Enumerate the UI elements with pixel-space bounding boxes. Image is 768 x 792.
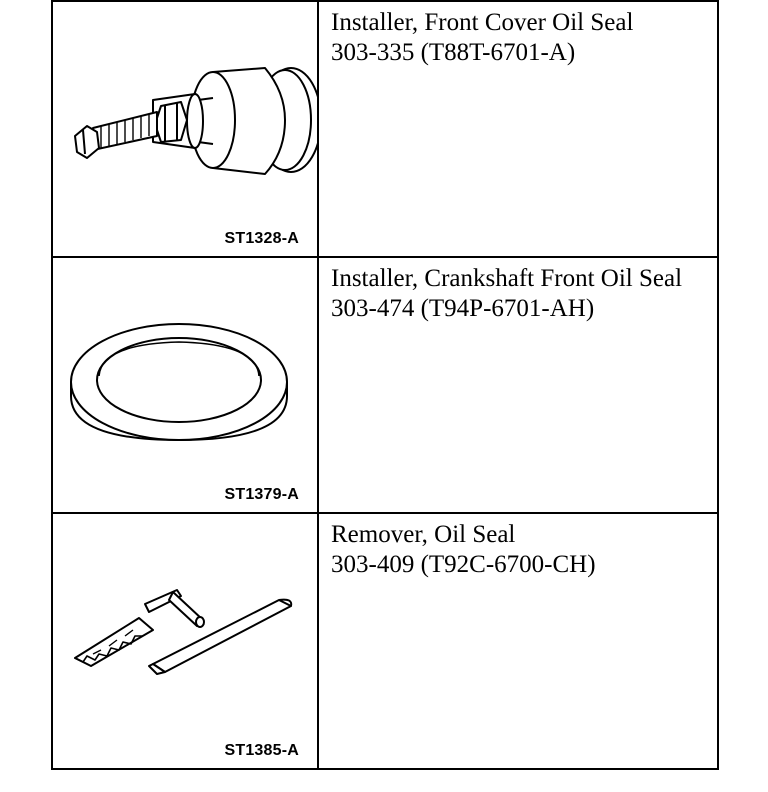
tool-description-cell: Remover, Oil Seal 303-409 (T92C-6700-CH) <box>331 520 711 580</box>
illustration-cell: ST1379-A <box>53 258 319 512</box>
tool-description-cell: Installer, Crankshaft Front Oil Seal 303… <box>331 264 711 324</box>
illustration-cell: ST1328-A <box>53 2 319 256</box>
special-tools-table: ST1328-A Installer, Front Cover Oil Seal… <box>51 0 719 770</box>
illustration-cell: ST1385-A <box>53 514 319 768</box>
front-cover-seal-installer-illustration <box>74 67 317 175</box>
oil-seal-remover-illustration <box>74 589 293 675</box>
tool-description: Installer, Front Cover Oil Seal <box>331 9 634 36</box>
tool-number: 303-474 (T94P-6701-AH) <box>331 295 595 322</box>
tool-description: Remover, Oil Seal <box>331 521 516 548</box>
tool-row: ST1379-A Installer, Crankshaft Front Oil… <box>53 258 717 514</box>
tool-row: ST1328-A Installer, Front Cover Oil Seal… <box>53 2 717 258</box>
figure-code: ST1379-A <box>224 486 299 503</box>
tool-row: ST1385-A Remover, Oil Seal 303-409 (T92C… <box>53 514 717 768</box>
tool-number: 303-335 (T88T-6701-A) <box>331 39 576 66</box>
tool-number: 303-409 (T92C-6700-CH) <box>331 551 596 578</box>
tool-description-cell: Installer, Front Cover Oil Seal 303-335 … <box>331 8 711 68</box>
figure-code: ST1328-A <box>224 230 299 247</box>
figure-code: ST1385-A <box>224 742 299 759</box>
tool-description: Installer, Crankshaft Front Oil Seal <box>331 265 683 292</box>
crankshaft-seal-installer-illustration <box>70 323 288 442</box>
